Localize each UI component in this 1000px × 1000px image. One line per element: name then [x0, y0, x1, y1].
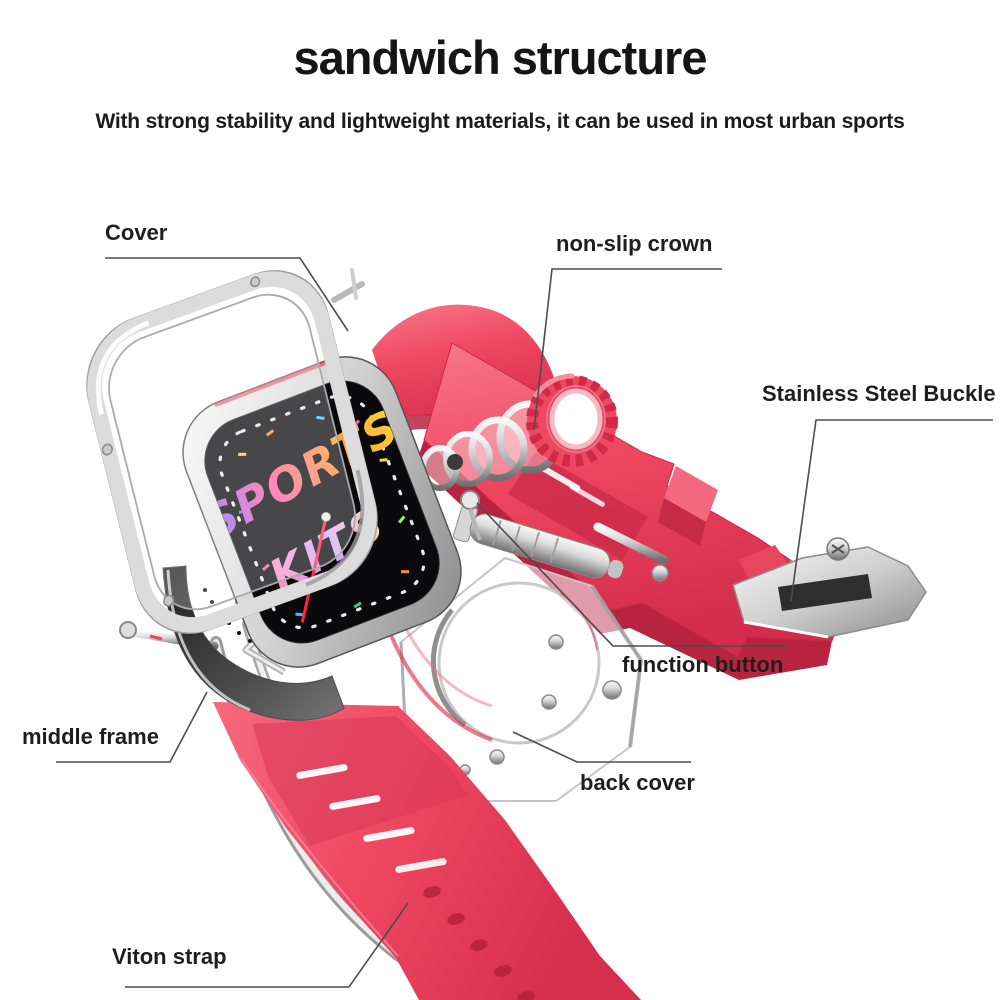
strap-holes — [423, 886, 535, 1000]
leader-buckle — [790, 419, 993, 602]
cover-part — [86, 270, 378, 634]
watch-body: SPORTS KITS — [182, 356, 462, 668]
function-button-part — [452, 490, 624, 579]
leader-crown — [533, 268, 722, 431]
stainless-steel-buckle-part — [732, 537, 927, 639]
leader-middle-frame — [56, 691, 208, 763]
viton-strap-part — [213, 702, 641, 1000]
label-middle-frame: middle frame — [22, 724, 159, 749]
leader-lines — [56, 257, 993, 988]
watch-screen — [204, 380, 440, 644]
label-function-button: function button — [622, 652, 784, 677]
leader-function — [476, 502, 788, 647]
non-slip-crown-part — [526, 373, 618, 467]
cover-corner-tabs — [331, 268, 365, 303]
label-viton-strap: Viton strap — [112, 944, 227, 969]
leader-cover — [105, 257, 349, 332]
page-title: sandwich structure — [293, 31, 708, 84]
strap-keeper-1 — [658, 466, 718, 546]
leader-back-cover — [512, 731, 691, 763]
leader-viton — [125, 902, 409, 988]
label-stainless-steel-buckle: Stainless Steel Buckle — [762, 381, 996, 406]
page-subtitle: With strong stability and lightweight ma… — [95, 110, 905, 133]
label-cover: Cover — [105, 220, 168, 245]
back-cover-part — [399, 555, 644, 802]
label-back-cover: back cover — [580, 770, 695, 795]
label-non-slip-crown: non-slip crown — [556, 231, 713, 256]
